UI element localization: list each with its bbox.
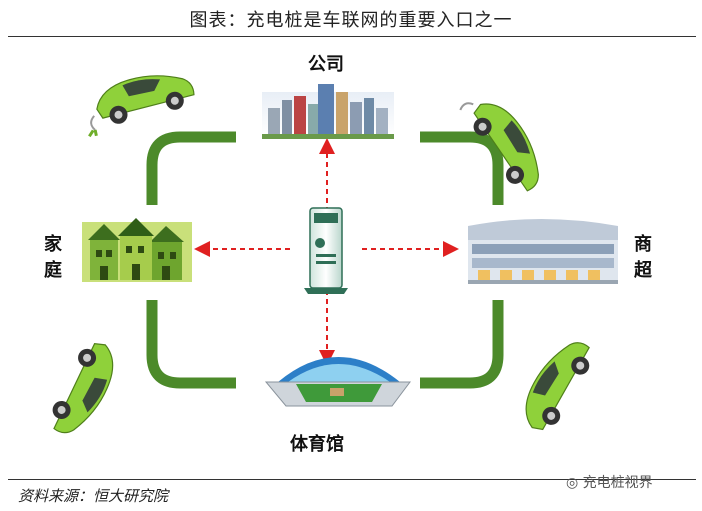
node-label-home: 家庭 (41, 234, 62, 286)
loop-corner-top-right (420, 131, 504, 205)
company-buildings-icon (262, 84, 394, 139)
car-top-left-icon (88, 75, 195, 138)
car-bottom-right-icon (525, 342, 590, 431)
loop-corner-bottom-left (146, 300, 236, 389)
home-houses-icon (82, 218, 192, 282)
bottom-rule (8, 479, 696, 480)
node-label-stadium: 体育馆 (290, 434, 344, 455)
loop-corner-top-left (146, 131, 236, 205)
stadium-icon (264, 357, 411, 407)
car-bottom-left-icon (52, 343, 114, 434)
charging-pile-icon (304, 207, 348, 294)
wechat-icon: ◎ (566, 475, 583, 491)
watermark-text: 充电桩视界 (582, 475, 653, 491)
top-rule (8, 36, 696, 37)
arrows (194, 138, 459, 366)
loop-corner-bottom-right (420, 300, 504, 389)
loop-corners (146, 131, 504, 389)
source-note: 资料来源：恒大研究院 (18, 487, 169, 505)
mall-building-icon (468, 219, 618, 284)
car-top-right-icon (459, 102, 539, 192)
node-label-company: 公司 (308, 54, 344, 75)
watermark: ◎ 充电桩视界 (566, 472, 653, 492)
node-label-mall: 商超 (631, 234, 652, 286)
figure-title: 图表：充电桩是车联网的重要入口之一 (189, 10, 513, 31)
